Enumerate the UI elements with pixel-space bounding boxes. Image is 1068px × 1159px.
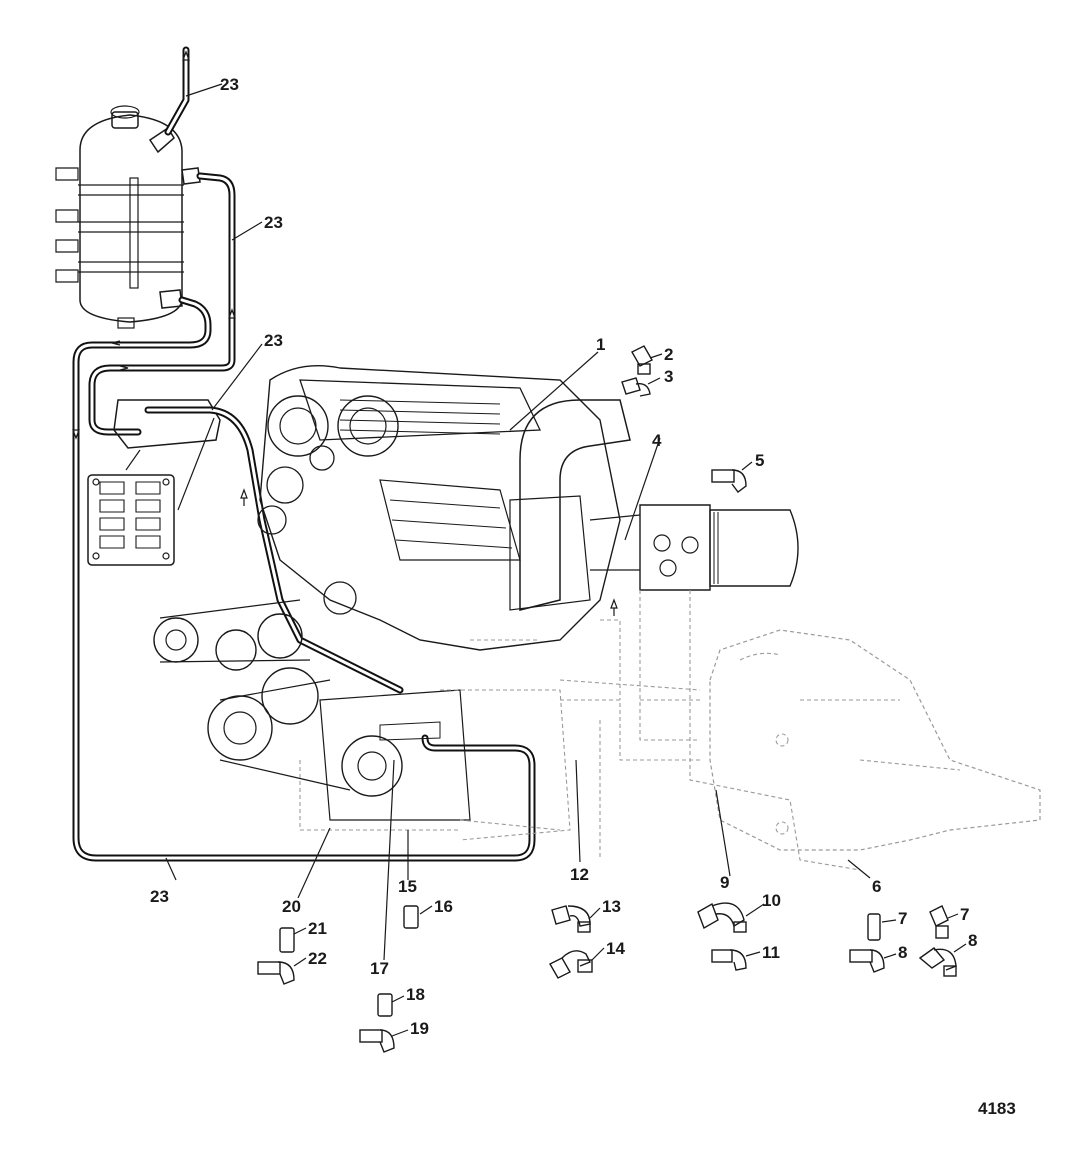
callout-7b: 7 — [960, 905, 969, 924]
callout-19: 19 — [410, 1019, 429, 1038]
callout-6: 6 — [872, 877, 881, 896]
callout-21: 21 — [308, 919, 327, 938]
callout-9: 9 — [720, 873, 729, 892]
callout-5: 5 — [755, 451, 764, 470]
transmission-ghost — [299, 590, 1041, 871]
callout-labels: 1 2 3 4 5 6 7 7 8 8 9 10 11 12 13 14 15 … — [150, 75, 977, 1038]
thermostat-housing-block — [87, 399, 404, 694]
callout-18: 18 — [406, 985, 425, 1004]
reservoir-hoses — [72, 46, 536, 862]
callout-17: 17 — [370, 959, 389, 978]
callout-14: 14 — [606, 939, 625, 958]
callout-15: 15 — [398, 877, 417, 896]
leader-lines — [125, 83, 967, 1037]
flow-arrows — [240, 488, 618, 616]
figure-number: 4183 — [978, 1099, 1016, 1118]
callout-8b: 8 — [968, 931, 977, 950]
callout-13: 13 — [602, 897, 621, 916]
callout-16: 16 — [434, 897, 453, 916]
engine-assembly — [153, 365, 799, 821]
callout-23d: 23 — [150, 887, 169, 906]
callout-23a: 23 — [220, 75, 239, 94]
fittings — [257, 345, 957, 1053]
callout-2: 2 — [664, 345, 673, 364]
callout-4: 4 — [652, 431, 662, 450]
callout-12: 12 — [570, 865, 589, 884]
callout-22: 22 — [308, 949, 327, 968]
callout-20: 20 — [282, 897, 301, 916]
callout-23c: 23 — [264, 331, 283, 350]
callout-1: 1 — [596, 335, 605, 354]
callout-10: 10 — [762, 891, 781, 910]
callout-11: 11 — [762, 943, 780, 962]
callout-3: 3 — [664, 367, 673, 386]
callout-7a: 7 — [898, 909, 907, 928]
coolant-reservoir — [55, 105, 201, 329]
callout-23b: 23 — [264, 213, 283, 232]
callout-8a: 8 — [898, 943, 907, 962]
